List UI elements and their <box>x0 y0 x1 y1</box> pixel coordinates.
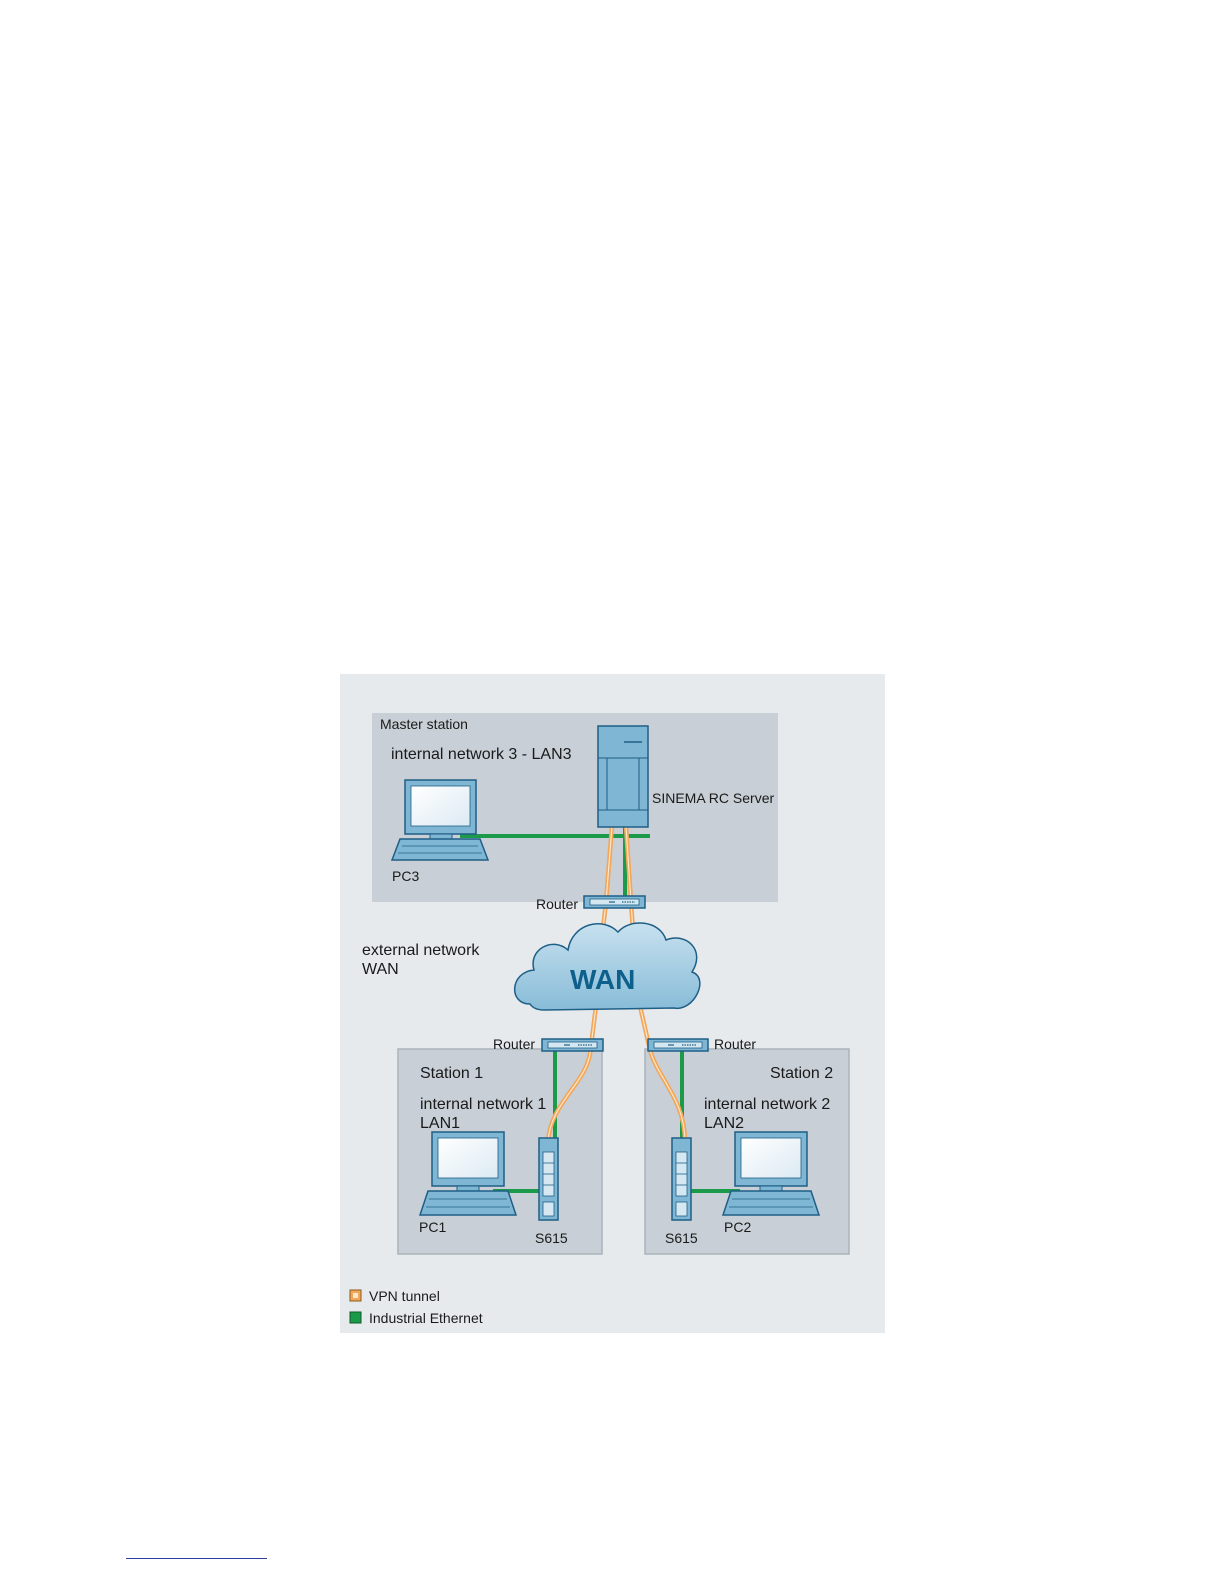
router-icon-master <box>584 896 645 908</box>
legend-item-ethernet: Industrial Ethernet <box>350 1310 483 1326</box>
station2-title: Station 2 <box>770 1065 833 1082</box>
external-network-label: external network <box>362 942 480 959</box>
s615-station1-label: S615 <box>535 1230 568 1246</box>
pc2-label: PC2 <box>724 1219 751 1235</box>
legend-label-vpn: VPN tunnel <box>369 1288 440 1304</box>
external-wan-label: WAN <box>362 961 399 978</box>
sinema-server-icon <box>598 726 648 827</box>
lan3-label: internal network 3 - LAN3 <box>391 746 572 763</box>
pc1-icon <box>420 1132 516 1215</box>
pc2-icon <box>723 1132 819 1215</box>
s615-station2-label: S615 <box>665 1230 698 1246</box>
station1-title: Station 1 <box>420 1065 483 1082</box>
lan1-label-line1: internal network 1 <box>420 1096 546 1113</box>
router-station2-label: Router <box>714 1036 756 1052</box>
s615-device-icon-station2 <box>672 1138 691 1220</box>
router-icon-station2 <box>648 1039 708 1051</box>
network-diagram: Master station internal network 3 - LAN3… <box>340 674 885 1333</box>
lan2-label-line1: internal network 2 <box>704 1096 830 1113</box>
router-icon-station1 <box>542 1039 603 1051</box>
sinema-server-label: SINEMA RC Server <box>652 790 774 806</box>
wan-cloud-label: WAN <box>570 964 635 995</box>
lan2-label-line2: LAN2 <box>704 1115 744 1132</box>
router-station1-label: Router <box>493 1036 535 1052</box>
lan1-label-line2: LAN1 <box>420 1115 460 1132</box>
master-station-title: Master station <box>380 716 468 732</box>
pc3-icon <box>392 780 488 860</box>
pc1-label: PC1 <box>419 1219 446 1235</box>
footnote-separator <box>126 1558 267 1559</box>
ethernet-swatch-icon <box>350 1312 361 1323</box>
router-master-label: Router <box>536 896 578 912</box>
legend-label-ethernet: Industrial Ethernet <box>369 1310 483 1326</box>
pc3-label: PC3 <box>392 868 419 884</box>
s615-device-icon-station1 <box>539 1138 558 1220</box>
